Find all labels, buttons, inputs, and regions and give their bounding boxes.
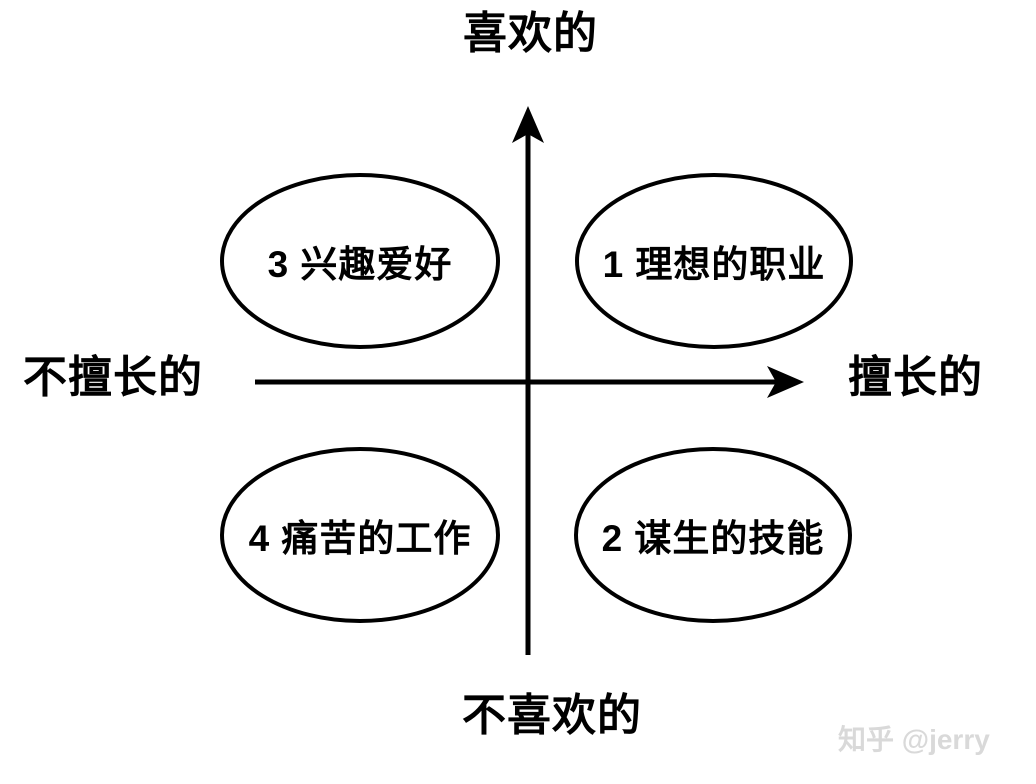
up-arrowhead-icon <box>512 106 544 143</box>
axis-label-right: 擅长的 <box>848 353 983 402</box>
zhihu-watermark: 知乎 @jerry <box>838 724 990 755</box>
axis-label-left: 不擅长的 <box>23 353 203 402</box>
axis-label-top: 喜欢的 <box>463 9 598 58</box>
quadrant-label-living-skills: 2 谋生的技能 <box>601 518 825 559</box>
quadrant-label-hobbies: 3 兴趣爱好 <box>267 244 453 285</box>
ellipse-bottom-right <box>574 447 852 623</box>
right-arrowhead-icon <box>767 366 804 398</box>
axis-label-bottom: 不喜欢的 <box>462 691 642 740</box>
ellipse-top-right <box>575 173 853 349</box>
quadrant-label-ideal-career: 1 理想的职业 <box>602 244 826 285</box>
quadrant-label-painful-work: 4 痛苦的工作 <box>248 518 472 559</box>
ellipse-top-left <box>220 173 500 349</box>
ellipse-bottom-left <box>220 447 500 623</box>
